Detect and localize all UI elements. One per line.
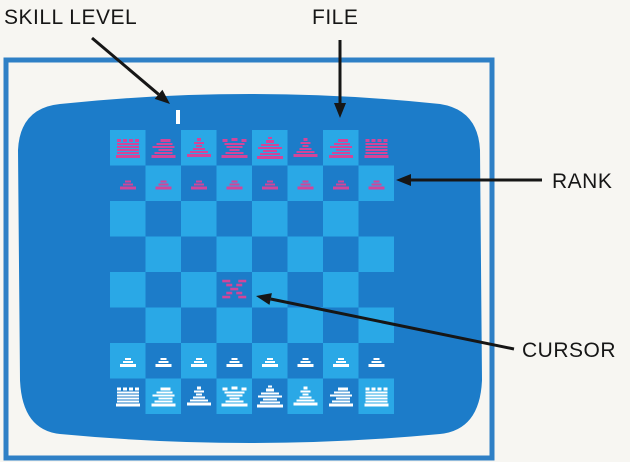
rook-icon[interactable] [116,387,140,407]
board-square[interactable] [216,307,253,344]
board-square[interactable] [181,165,217,202]
knight-icon[interactable] [329,139,353,158]
board-square[interactable] [358,343,395,379]
board-square[interactable] [358,165,395,202]
board-square[interactable] [216,165,253,202]
queen-icon[interactable] [221,386,248,407]
pawn-icon[interactable] [226,180,243,190]
cursor-label: CURSOR [522,339,617,362]
pawn-icon[interactable] [262,358,278,367]
pawn-icon[interactable] [155,358,172,367]
pawn-icon[interactable] [368,358,385,367]
board-square[interactable] [358,201,395,237]
pawn-icon[interactable] [120,358,136,367]
cursor-x-icon[interactable] [222,279,247,299]
board-square[interactable] [181,201,217,237]
board-square[interactable] [287,307,324,344]
rook-icon[interactable] [364,387,389,407]
pawn-icon[interactable] [262,180,278,190]
board-square[interactable] [287,343,324,379]
knight-icon[interactable] [151,139,176,158]
board-square[interactable] [287,272,324,308]
pawn-icon[interactable] [120,180,136,190]
pawn-icon[interactable] [368,180,385,190]
board-square[interactable] [323,343,359,379]
bishop-icon[interactable] [187,138,211,157]
board-square[interactable] [216,236,253,273]
board-square[interactable] [110,165,146,202]
skill-level-indicator [176,110,180,124]
file-arrow [334,40,346,118]
rank-arrow [396,174,542,186]
board-square[interactable] [110,272,146,308]
board-square[interactable] [145,272,182,308]
board-square[interactable] [110,343,146,379]
knight-icon[interactable] [329,387,353,407]
board-square[interactable] [110,201,146,237]
callout-arrows [91,36,542,351]
board-square[interactable] [252,165,288,202]
board-square[interactable] [358,236,395,273]
board-square[interactable] [358,307,395,344]
board-square[interactable] [287,165,324,202]
rook-icon[interactable] [364,139,389,158]
board-square[interactable] [110,236,146,273]
pawn-icon[interactable] [333,358,349,367]
board-square[interactable] [216,201,253,237]
pawn-icon[interactable] [191,358,207,367]
knight-icon[interactable] [151,387,176,407]
pawn-icon[interactable] [191,180,207,190]
board-square[interactable] [145,343,182,379]
rank-label: RANK [552,170,613,193]
board-square[interactable] [181,343,217,379]
board-square[interactable] [181,236,217,273]
king-icon[interactable] [257,137,283,159]
board-square[interactable] [287,201,324,237]
king-icon[interactable] [257,385,283,408]
chess-pieces [116,137,389,408]
pawn-icon[interactable] [155,180,172,190]
board-square[interactable] [287,130,324,166]
board-square[interactable] [323,236,359,273]
board-square[interactable] [145,236,182,273]
board-square[interactable] [110,307,146,344]
board-square[interactable] [181,378,217,415]
pawn-icon[interactable] [297,180,314,190]
board-square[interactable] [145,307,182,344]
tv-frame [3,57,495,461]
board-square[interactable] [323,165,359,202]
board-square[interactable] [216,343,253,379]
queen-icon[interactable] [221,138,248,158]
board-square[interactable] [287,236,324,273]
bishop-icon[interactable] [187,386,211,406]
pawn-icon[interactable] [297,358,314,367]
pawn-icon[interactable] [333,180,349,190]
board-square[interactable] [287,378,324,415]
file-label: FILE [312,6,359,29]
pawn-icon[interactable] [226,358,243,367]
skill-level-arrow [91,36,170,104]
board-square[interactable] [181,272,217,308]
board-square[interactable] [252,307,288,344]
board-square[interactable] [181,130,217,166]
board-square[interactable] [323,272,359,308]
board-square[interactable] [252,201,288,237]
board-square[interactable] [145,165,182,202]
board-square[interactable] [181,307,217,344]
bishop-icon[interactable] [293,386,318,406]
board-square[interactable] [252,236,288,273]
board-square[interactable] [145,201,182,237]
cursor-arrow [256,293,515,351]
bishop-icon[interactable] [293,138,318,157]
board-square[interactable] [358,272,395,308]
board-square[interactable] [323,201,359,237]
rook-icon[interactable] [116,139,140,158]
chess-board [110,130,394,414]
skill-level-label: SKILL LEVEL [4,6,138,29]
board-square[interactable] [252,343,288,379]
